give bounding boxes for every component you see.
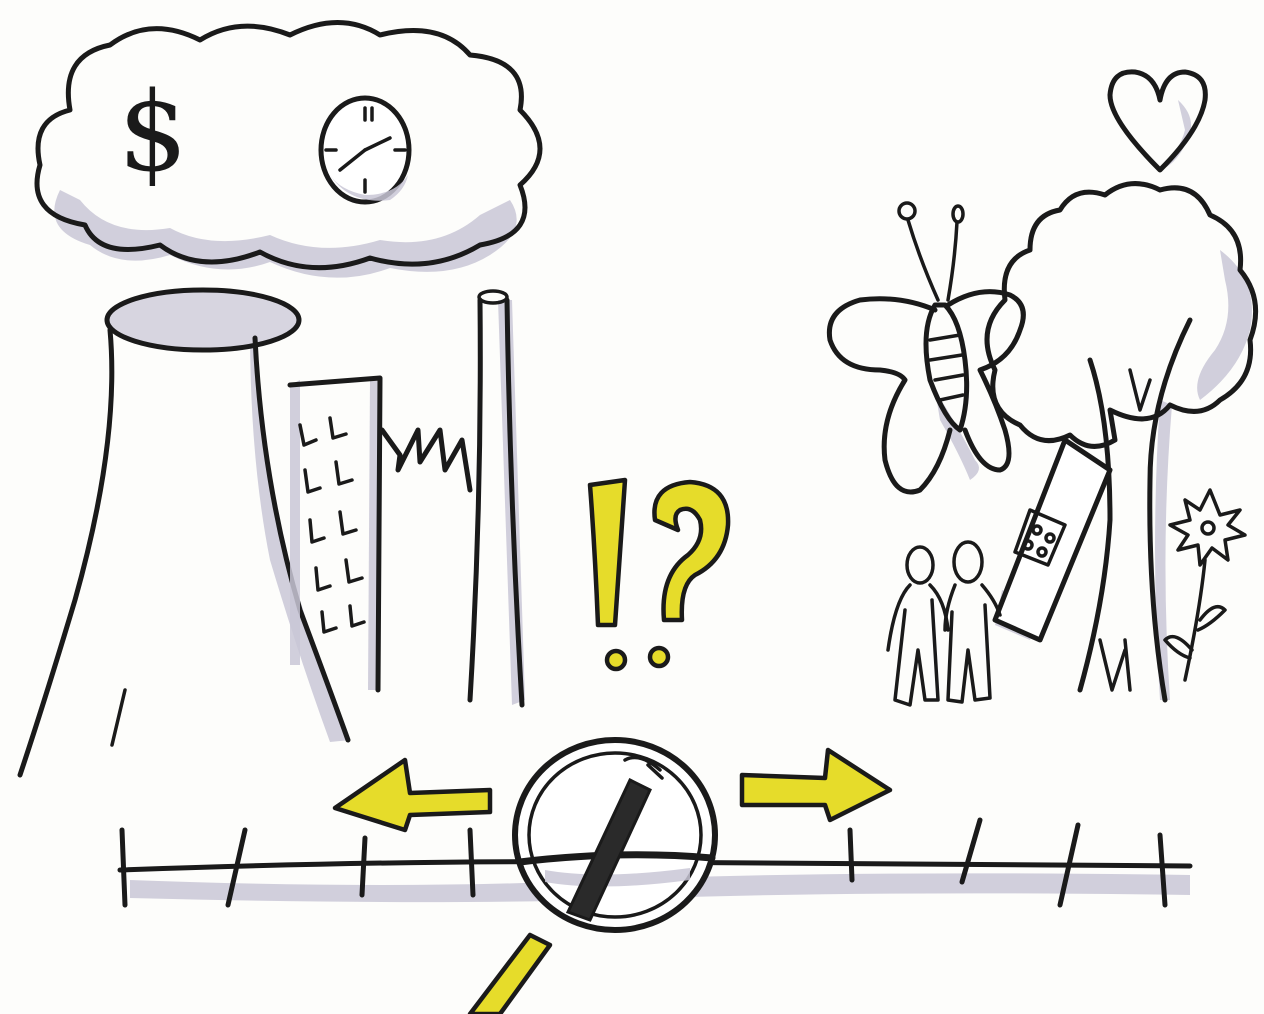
clock-icon bbox=[321, 98, 409, 202]
arrow-right-icon bbox=[742, 750, 890, 820]
arrow-left-icon bbox=[335, 760, 490, 830]
chimney bbox=[470, 291, 525, 705]
thought-cloud: $ bbox=[37, 23, 540, 278]
cooling-tower bbox=[20, 290, 350, 775]
flower-icon bbox=[1165, 490, 1245, 680]
couple-figures bbox=[888, 542, 1000, 705]
dollar-glyph: $ bbox=[118, 68, 188, 196]
magnifying-glass-icon bbox=[470, 740, 715, 1014]
heart-icon bbox=[1110, 72, 1205, 170]
smartphone-icon bbox=[995, 440, 1110, 640]
butterfly-icon bbox=[829, 203, 1023, 492]
dollar-icon: $ bbox=[118, 68, 188, 196]
factory-building bbox=[290, 378, 470, 690]
interrobang-icon bbox=[590, 480, 728, 669]
